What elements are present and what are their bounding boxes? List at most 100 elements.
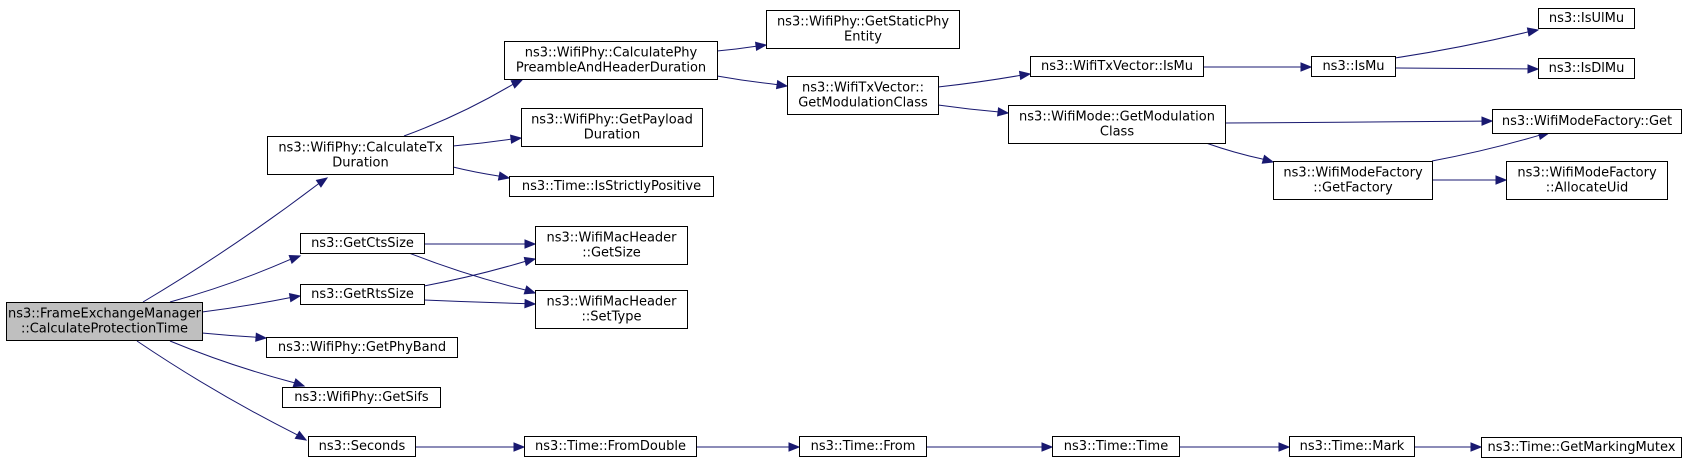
node-label: ns3::WifiPhy::GetSifs (294, 390, 429, 405)
node-mode-get-mod-class[interactable]: ns3::WifiMode::GetModulationClass (1008, 105, 1226, 144)
node-mode-factory-get[interactable]: ns3::WifiModeFactory::Get (1492, 109, 1682, 134)
node-label: ns3::WifiPhy::GetPayload (531, 113, 693, 128)
node-mac-header-get-size[interactable]: ns3::WifiMacHeader::GetSize (535, 226, 688, 265)
arrowhead-icon (523, 256, 537, 267)
node-time-time[interactable]: ns3::Time::Time (1052, 436, 1180, 457)
node-label: ns3::WifiTxVector:: (802, 81, 924, 96)
node-time-get-marking-mutex[interactable]: ns3::Time::GetMarkingMutex (1481, 437, 1682, 458)
edge-n_calc_protection-to-n_get_cts_size (169, 255, 302, 303)
edge-n_get_cts_size-to-n_mac_header_set_type (408, 252, 537, 295)
node-box (799, 436, 927, 457)
node-seconds[interactable]: ns3::Seconds (308, 436, 416, 457)
node-is-mu[interactable]: ns3::IsMu (1311, 56, 1396, 77)
node-is-ul-mu[interactable]: ns3::IsUlMu (1538, 8, 1635, 29)
node-calc-preamble[interactable]: ns3::WifiPhy::CalculatePhyPreambleAndHea… (504, 41, 718, 80)
edge-n_calc_protection-to-n_get_phy_band (201, 332, 268, 342)
node-txvector-get-mod-class[interactable]: ns3::WifiTxVector::GetModulationClass (787, 76, 939, 115)
arrowhead-icon (1495, 175, 1508, 185)
arrowhead-icon (1278, 442, 1291, 452)
edge-line (201, 297, 291, 313)
edge-line (1224, 120, 1483, 124)
arrowhead-icon (997, 107, 1010, 117)
node-label: ns3::WifiMacHeader (546, 231, 677, 246)
edge-n_time_mark-to-n_time_get_marking_mutex (1414, 442, 1483, 452)
node-label: ns3::IsMu (1322, 59, 1384, 74)
arrowhead-icon (755, 41, 768, 51)
edge-line (1394, 31, 1529, 59)
edge-n_calc_protection-to-n_get_sifs (169, 340, 306, 388)
node-is-strictly-positive[interactable]: ns3::Time::IsStrictlyPositive (509, 176, 714, 197)
edge-line (423, 260, 526, 287)
edge-line (403, 83, 514, 137)
edge-line (452, 166, 500, 177)
edges-layer (136, 27, 1551, 452)
node-label: ns3::IsUlMu (1549, 11, 1624, 26)
arrowhead-icon (510, 134, 523, 144)
edge-n_calc_tx_duration-to-n_is_strictly_positive (452, 166, 511, 181)
node-txvector-is-mu[interactable]: ns3::WifiTxVector::IsMu (1030, 56, 1204, 77)
node-get-rts-size[interactable]: ns3::GetRtsSize (300, 284, 425, 305)
node-label: ns3::Time::IsStrictlyPositive (522, 179, 701, 194)
arrowhead-icon (1470, 442, 1483, 452)
arrowhead-icon (294, 430, 308, 441)
node-label: Class (1100, 125, 1134, 140)
node-label: Duration (584, 128, 640, 143)
arrowhead-icon (524, 298, 537, 309)
node-label: ns3::WifiModeFactory (1283, 166, 1423, 181)
node-mac-header-set-type[interactable]: ns3::WifiMacHeader::SetType (535, 290, 688, 329)
edge-n_time_from_double-to-n_time_from (696, 442, 801, 452)
edge-n_get_rts_size-to-n_mac_header_get_size (423, 256, 537, 287)
node-box (1538, 8, 1635, 29)
node-box (1052, 436, 1180, 457)
node-label: ns3::IsDlMu (1549, 61, 1625, 76)
edge-n_is_mu-to-n_is_ul_mu (1394, 27, 1540, 59)
arrowhead-icon (788, 442, 801, 452)
node-box (1273, 161, 1433, 200)
node-label: ns3::Time::From (811, 439, 916, 454)
edge-line (452, 138, 512, 147)
arrowhead-icon (1481, 116, 1494, 126)
edge-n_calc_tx_duration-to-n_get_payload_duration (452, 134, 523, 147)
edge-line (423, 299, 526, 305)
node-mode-factory-allocate-uid[interactable]: ns3::WifiModeFactory::AllocateUid (1506, 161, 1668, 200)
edge-line (1394, 67, 1529, 70)
arrowhead-icon (510, 79, 524, 89)
node-is-dl-mu[interactable]: ns3::IsDlMu (1538, 58, 1635, 79)
node-box (1506, 161, 1668, 200)
arrowhead-icon (288, 293, 302, 303)
arrowhead-icon (1041, 442, 1054, 452)
edge-n_calc_protection-to-n_get_rts_size (201, 293, 302, 313)
node-time-from[interactable]: ns3::Time::From (799, 436, 927, 457)
node-get-cts-size[interactable]: ns3::GetCtsSize (300, 233, 425, 254)
edge-line (142, 183, 320, 303)
node-label: ns3::WifiMacHeader (546, 295, 677, 310)
node-label: ::GetSize (582, 246, 641, 261)
edge-line (1431, 134, 1540, 162)
node-box (1008, 105, 1226, 144)
node-label: ns3::GetCtsSize (311, 236, 414, 251)
node-mode-factory-get-factory[interactable]: ns3::WifiModeFactory::GetFactory (1273, 161, 1433, 200)
edge-n_calc_preamble-to-n_txvector_get_mod_class (716, 75, 789, 90)
node-label: Entity (844, 30, 882, 45)
node-get-sifs[interactable]: ns3::WifiPhy::GetSifs (282, 387, 441, 408)
arrowhead-icon (1526, 27, 1540, 37)
arrowhead-icon (255, 332, 268, 342)
node-get-phy-band[interactable]: ns3::WifiPhy::GetPhyBand (266, 337, 458, 358)
arrowhead-icon (1261, 154, 1275, 164)
node-time-mark[interactable]: ns3::Time::Mark (1289, 436, 1415, 457)
node-label: ns3::WifiTxVector::IsMu (1041, 59, 1193, 74)
arrowhead-icon (513, 442, 526, 452)
node-box (535, 290, 688, 329)
edge-n_calc_preamble-to-n_get_static_phy_entity (716, 41, 768, 52)
node-box (266, 337, 458, 358)
node-label: ns3::WifiPhy::GetStaticPhy (777, 15, 949, 30)
node-box (300, 233, 425, 254)
edge-line (1205, 142, 1264, 160)
edge-n_mode_factory_get_factory-to-n_mode_factory_get (1431, 130, 1551, 162)
node-box (509, 176, 714, 197)
node-time-from-double[interactable]: ns3::Time::FromDouble (524, 436, 697, 457)
